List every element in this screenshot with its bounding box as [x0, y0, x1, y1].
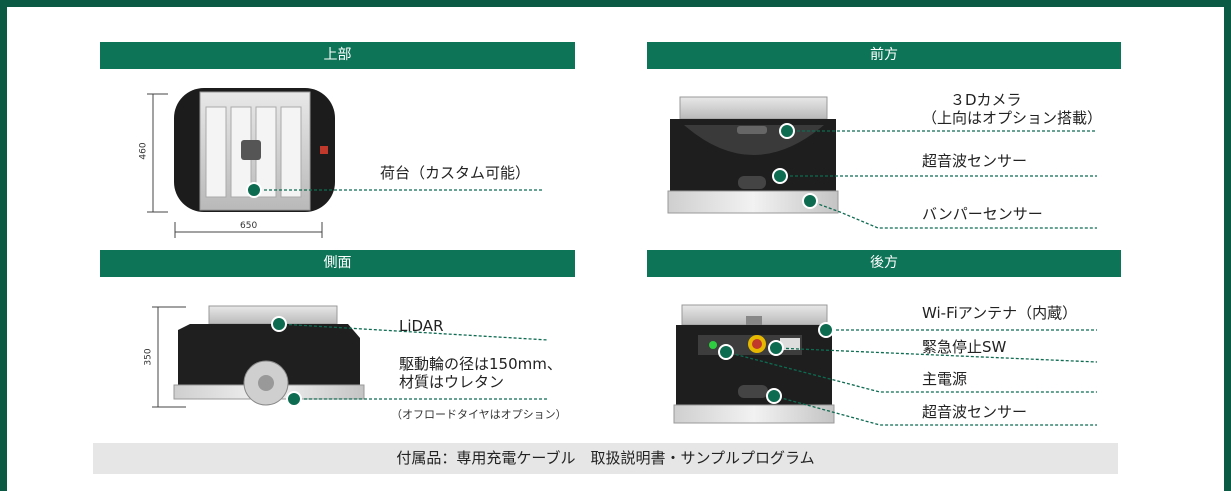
side-wheel-label-2: 材質はウレタン — [399, 373, 505, 391]
rear-view-robot — [673, 304, 835, 424]
accessories-footer: 付属品：専用充電ケーブル 取扱説明書・サンプルプログラム — [93, 443, 1118, 474]
top-view-dimensions — [147, 93, 323, 238]
front-camera-marker — [779, 123, 795, 139]
rear-power-marker — [718, 344, 734, 360]
rear-power-label: 主電源 — [922, 370, 968, 388]
section-header-rear: 後方 — [647, 250, 1121, 277]
spec-sheet — [7, 7, 1224, 491]
section-header-top: 上部 — [100, 42, 575, 69]
rear-estop-label: 緊急停止SW — [922, 338, 1007, 356]
rear-estop-line — [775, 347, 1098, 363]
top-dim-vertical: 460 — [138, 142, 149, 160]
rear-ultrasonic-line — [773, 395, 1097, 426]
section-header-side: 側面 — [100, 250, 575, 277]
front-ultrasonic-label: 超音波センサー — [922, 152, 1028, 170]
top-callout-marker — [246, 182, 262, 198]
rear-wifi-label: Wi-Fiアンテナ（内蔵） — [922, 304, 1078, 322]
side-wheel-label-1: 駆動輪の径は150mm、 — [399, 355, 562, 373]
side-view-robot — [173, 305, 365, 406]
side-wheel-marker — [286, 391, 302, 407]
top-cargo-label: 荷台（カスタム可能） — [380, 164, 531, 182]
side-view-dimensions — [152, 306, 186, 408]
rear-ultrasonic-label: 超音波センサー — [922, 403, 1028, 421]
front-view-robot — [667, 96, 839, 214]
rear-ultrasonic-marker — [766, 388, 782, 404]
front-bumper-marker — [802, 193, 818, 209]
side-lidar-marker — [271, 316, 287, 332]
side-dim-vertical: 350 — [143, 348, 154, 366]
front-camera-label-1: ３Dカメラ — [950, 91, 1022, 109]
rear-wifi-marker — [818, 322, 834, 338]
front-camera-label-2: （上向はオプション搭載） — [922, 109, 1103, 127]
side-lidar-label: LiDAR — [399, 317, 444, 335]
rear-estop-marker — [768, 340, 784, 356]
side-offroad-note: （オフロードタイヤはオプション） — [391, 408, 567, 421]
front-bumper-line — [809, 200, 1097, 229]
front-bumper-label: バンパーセンサー — [922, 205, 1043, 223]
section-header-front: 前方 — [647, 42, 1121, 69]
front-ultrasonic-marker — [772, 168, 788, 184]
top-dim-horizontal: 650 — [240, 221, 258, 231]
